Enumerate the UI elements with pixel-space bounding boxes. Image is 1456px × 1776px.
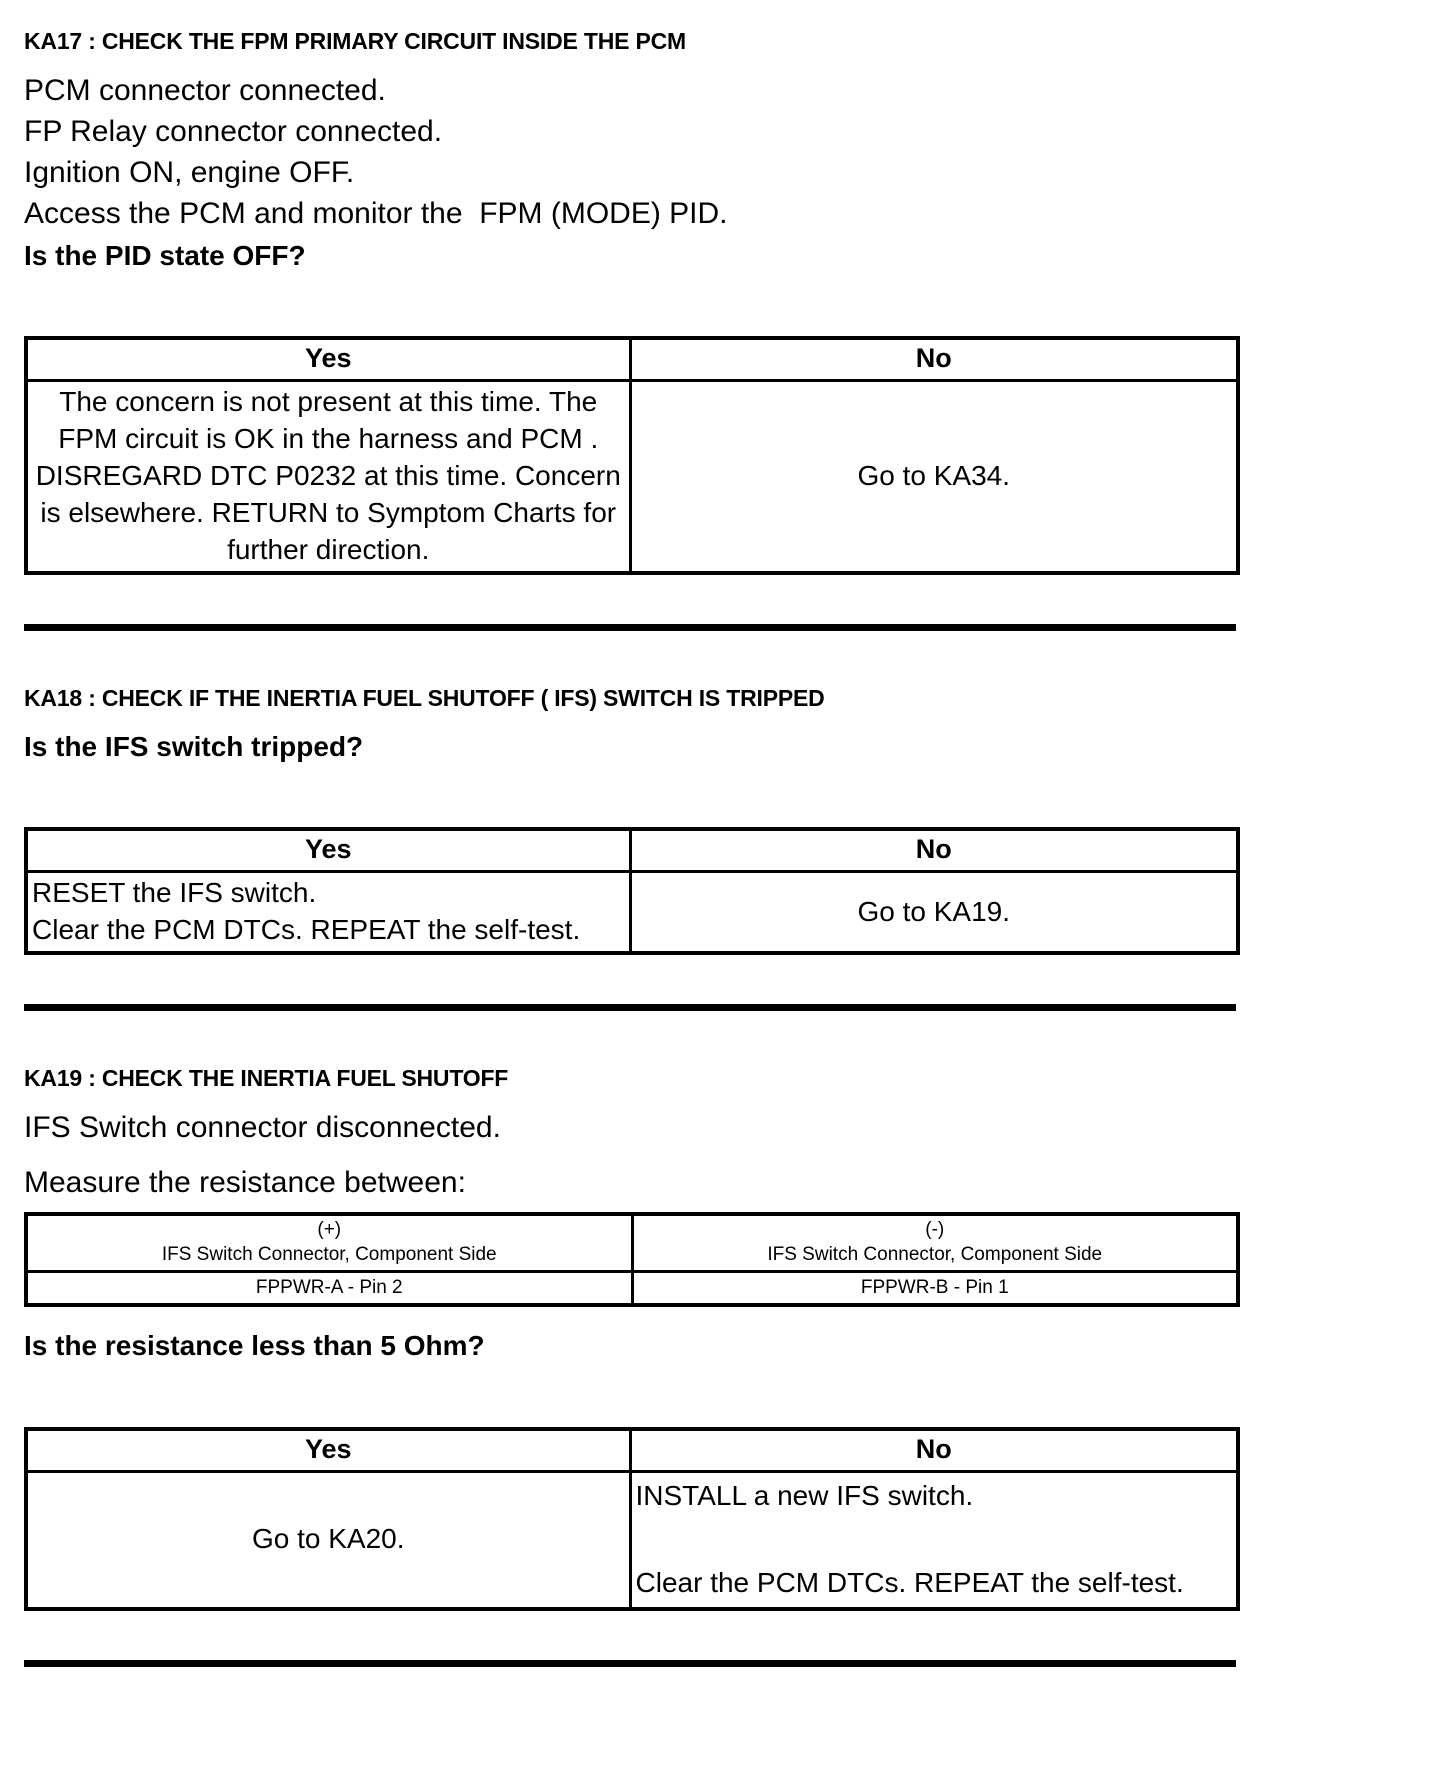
no-action-ka19-line1: INSTALL a new IFS switch. [635, 1479, 974, 1511]
measurement-connector-row: (+) IFS Switch Connector, Component Side… [24, 1212, 1240, 1274]
table-row: RESET the IFS switch. Clear the PCM DTCs… [24, 870, 1240, 955]
section-divider-1 [24, 624, 1236, 632]
negative-sign: (-) [925, 1218, 945, 1240]
yes-action-ka17: The concern is not present at this time.… [24, 379, 632, 575]
column-header-no: No [628, 827, 1240, 874]
no-action-ka18: Go to KA19. [628, 870, 1240, 955]
section-ka17: KA17 : CHECK THE FPM PRIMARY CIRCUIT INS… [24, 0, 1432, 632]
column-header-no: No [628, 1427, 1240, 1473]
yes-action-ka19: Go to KA20. [24, 1469, 632, 1611]
yes-action-ka18: RESET the IFS switch. Clear the PCM DTCs… [24, 870, 632, 955]
measurement-table-ka19: (+) IFS Switch Connector, Component Side… [24, 1211, 1240, 1308]
measurement-pin-row: FPPWR-A - Pin 2 FPPWR-B - Pin 1 [24, 1270, 1240, 1307]
answer-table-ka18: Yes No RESET the IFS switch. Clear the P… [24, 827, 1240, 956]
positive-connector-cell: (+) IFS Switch Connector, Component Side [24, 1212, 634, 1274]
section-ka19: KA19 : CHECK THE INERTIA FUEL SHUTOFF IF… [24, 1011, 1432, 1667]
question-ka17: Is the PID state OFF? [24, 239, 306, 271]
section-divider-3 [24, 1659, 1236, 1667]
step-line-ka17-3: Ignition ON, engine OFF. [24, 155, 355, 189]
step-line-ka17-4: Access the PCM and monitor the FPM (MODE… [24, 196, 728, 230]
table-row: The concern is not present at this time.… [24, 379, 1240, 575]
no-action-ka17: Go to KA34. [628, 379, 1240, 575]
negative-connector-cell: (-) IFS Switch Connector, Component Side [630, 1212, 1240, 1274]
section-heading-ka18: KA18 : CHECK IF THE INERTIA FUEL SHUTOFF… [24, 685, 825, 712]
answer-table-ka17: Yes No The concern is not present at thi… [24, 336, 1240, 576]
question-ka19: Is the resistance less than 5 Ohm? [24, 1330, 485, 1362]
table-header-row: Yes No [24, 1427, 1240, 1473]
table-header-row: Yes No [24, 336, 1240, 383]
positive-connector-label: IFS Switch Connector, Component Side [161, 1243, 497, 1265]
column-header-yes: Yes [24, 827, 632, 874]
section-heading-ka17: KA17 : CHECK THE FPM PRIMARY CIRCUIT INS… [24, 28, 686, 54]
section-divider-2 [24, 1004, 1236, 1012]
question-ka18: Is the IFS switch tripped? [24, 730, 364, 762]
column-header-yes: Yes [24, 1427, 632, 1473]
answer-table-ka19: Yes No Go to KA20. INSTALL a new IFS swi… [24, 1426, 1240, 1611]
no-action-ka19: INSTALL a new IFS switch. Clear the PCM … [628, 1469, 1240, 1611]
column-header-yes: Yes [24, 336, 632, 383]
table-row: Go to KA20. INSTALL a new IFS switch. Cl… [24, 1469, 1240, 1611]
step-line-ka19-2: Measure the resistance between: [24, 1165, 466, 1199]
step-line-ka17-2: FP Relay connector connected. [24, 114, 443, 148]
step-line-ka17-1: PCM connector connected. [24, 73, 386, 107]
column-header-no: No [628, 336, 1240, 383]
step-line-ka19-1: IFS Switch connector disconnected. [24, 1110, 501, 1144]
section-ka18: KA18 : CHECK IF THE INERTIA FUEL SHUTOFF… [24, 631, 1432, 1012]
positive-pin-cell: FPPWR-A - Pin 2 [24, 1270, 634, 1307]
negative-pin-cell: FPPWR-B - Pin 1 [630, 1270, 1240, 1307]
negative-connector-label: IFS Switch Connector, Component Side [767, 1243, 1103, 1265]
section-heading-ka19: KA19 : CHECK THE INERTIA FUEL SHUTOFF [24, 1065, 509, 1092]
no-action-ka19-line2: Clear the PCM DTCs. REPEAT the self-test… [635, 1566, 1184, 1598]
positive-sign: (+) [317, 1218, 342, 1240]
table-header-row: Yes No [24, 827, 1240, 874]
